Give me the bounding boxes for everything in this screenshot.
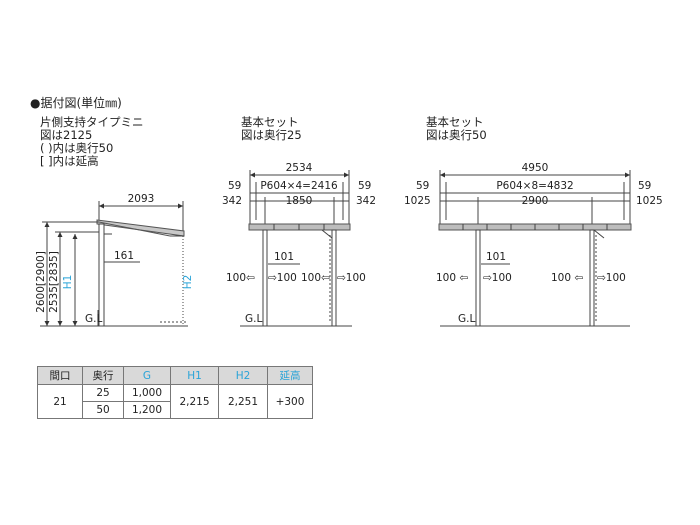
col-header: G [123, 366, 171, 385]
col-header: 延高 [267, 366, 313, 385]
left-h2-label: H2 [182, 275, 194, 290]
table-row: 21 25 1,000 2,215 2,251 +300 [37, 384, 313, 419]
mid-gl-label: G.L [245, 313, 262, 325]
caption-line: 片側支持タイプミニ [40, 115, 144, 129]
mid-arrow-2: ⇨100 [268, 272, 297, 284]
caption-line: 図は奥行50 [426, 128, 487, 142]
cell-h1: 2,215 [170, 384, 219, 419]
right-arrow-2: ⇨100 [483, 272, 512, 284]
mid-arrow-3: 100⇦ [301, 272, 330, 284]
right-gl-label: G.L [458, 313, 475, 325]
left-gl-label: G.L [85, 313, 102, 325]
left-height-outer: 2600[2900] [35, 251, 47, 313]
col-header: H2 [218, 366, 268, 385]
table-header-row: 間口 奥行 G H1 H2 延高 [37, 366, 313, 385]
right-span: 2900 [522, 195, 549, 207]
installation-drawings: 2093 161 G.L H1 H2 2600[2900] 2535[2835]… [35, 162, 663, 327]
mid-total: 2534 [286, 162, 313, 174]
right-pitch: P604×8=4832 [496, 180, 573, 192]
mid-end-right: 59 [358, 180, 371, 192]
left-caption: 片側支持タイプミニ 図は2125 ( )内は奥行50 [ ]内は延高 [40, 116, 144, 168]
caption-line: 基本セット [426, 115, 484, 129]
right-over-left: 1025 [404, 195, 431, 207]
left-dim-161: 161 [114, 250, 134, 262]
mid-end-left: 59 [228, 180, 241, 192]
left-h1-label: H1 [62, 275, 74, 290]
caption-line: [ ]内は延高 [40, 154, 99, 168]
right-over-right: 1025 [636, 195, 663, 207]
col-header: 間口 [37, 366, 83, 385]
left-top-width: 2093 [128, 193, 155, 205]
col-header: 奥行 [82, 366, 124, 385]
caption-line: 図は2125 [40, 128, 93, 142]
right-dim-101: 101 [486, 251, 506, 263]
mid-pitch: P604×4=2416 [260, 180, 338, 192]
mid-over-left: 342 [222, 195, 242, 207]
right-total: 4950 [522, 162, 549, 174]
cell-g: 1,200 [123, 401, 171, 419]
caption-line: 図は奥行25 [241, 128, 302, 142]
cell-depth: 50 [82, 401, 124, 419]
spec-table: 間口 奥行 G H1 H2 延高 21 25 1,000 2,215 2,251… [37, 366, 313, 419]
section-heading: ●据付図(単位㎜) [30, 96, 122, 110]
mid-span: 1850 [286, 195, 313, 207]
col-header: H1 [170, 366, 219, 385]
mid-arrow-1: 100⇦ [226, 272, 255, 284]
cell-h2: 2,251 [218, 384, 268, 419]
caption-line: ( )内は奥行50 [40, 141, 114, 155]
right-arrow-3: 100 ⇦ [551, 272, 583, 284]
right-caption: 基本セット 図は奥行50 [426, 116, 487, 142]
right-end-left: 59 [416, 180, 429, 192]
cell-width: 21 [37, 384, 83, 419]
middle-elevation [240, 170, 352, 327]
right-elevation [438, 170, 632, 327]
cell-depth: 25 [82, 384, 124, 402]
caption-line: 基本セット [241, 115, 299, 129]
right-end-right: 59 [638, 180, 651, 192]
table-row: 50 1,200 [38, 401, 313, 419]
cell-g: 1,000 [123, 384, 171, 402]
mid-dim-101: 101 [274, 251, 294, 263]
mid-arrow-4: ⇨100 [337, 272, 366, 284]
left-elevation [40, 201, 188, 327]
mid-over-right: 342 [356, 195, 376, 207]
cell-ext: +300 [267, 384, 313, 419]
left-height-inner: 2535[2835] [48, 251, 60, 313]
right-arrow-1: 100 ⇦ [436, 272, 468, 284]
right-arrow-4: ⇨100 [597, 272, 626, 284]
middle-caption: 基本セット 図は奥行25 [241, 116, 302, 142]
